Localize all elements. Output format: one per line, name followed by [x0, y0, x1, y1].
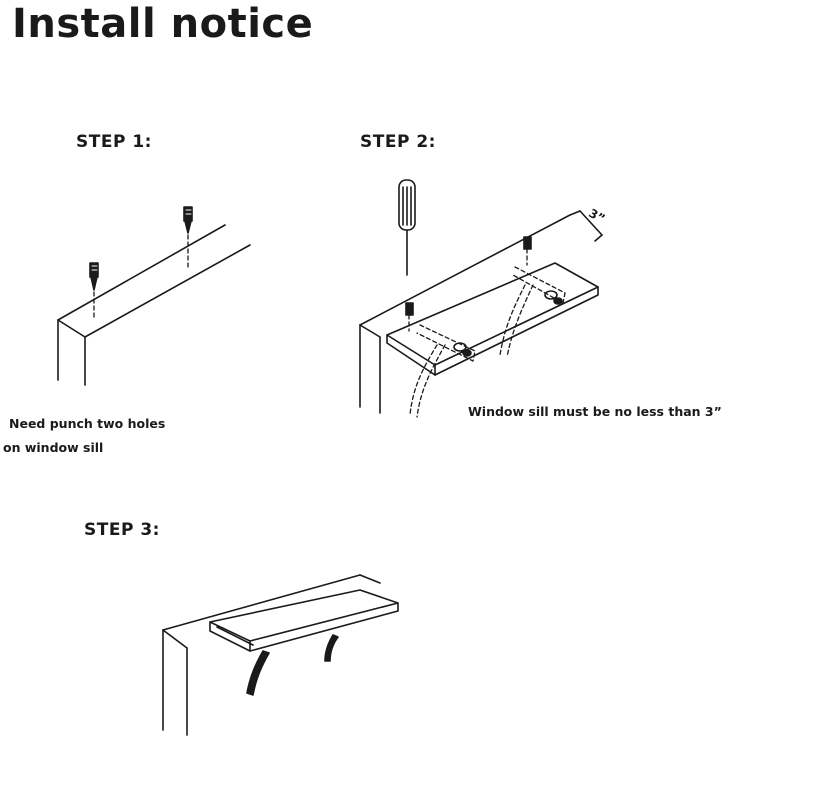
step-1-caption-line-2: on window sill [3, 440, 104, 455]
window-sill-illustration [359, 214, 571, 414]
dimension-arrow [569, 210, 603, 242]
shelf-illustration [386, 262, 599, 376]
bracket-illustration [246, 634, 339, 696]
step-2-caption: Window sill must be no less than 3” [468, 404, 722, 419]
step-1-caption-line-1: Need punch two holes [9, 416, 166, 431]
step-3-label: STEP 3: [84, 520, 160, 540]
window-sill-illustration [162, 574, 381, 736]
window-sill-illustration [57, 224, 251, 386]
shelf-illustration [209, 589, 399, 652]
step-1-illustration [57, 206, 251, 386]
screw-icon [405, 302, 414, 332]
screwdriver-icon [398, 179, 416, 276]
screw-icon [183, 206, 193, 268]
screw-icon [523, 236, 532, 266]
step-2-illustration [359, 179, 603, 418]
step-1-label: STEP 1: [76, 132, 152, 152]
bracket-illustration [409, 284, 534, 418]
page-title: Install notice [12, 1, 314, 47]
screw-icon [89, 262, 99, 321]
step-2-label: STEP 2: [360, 132, 436, 152]
step-3-illustration [162, 574, 399, 736]
